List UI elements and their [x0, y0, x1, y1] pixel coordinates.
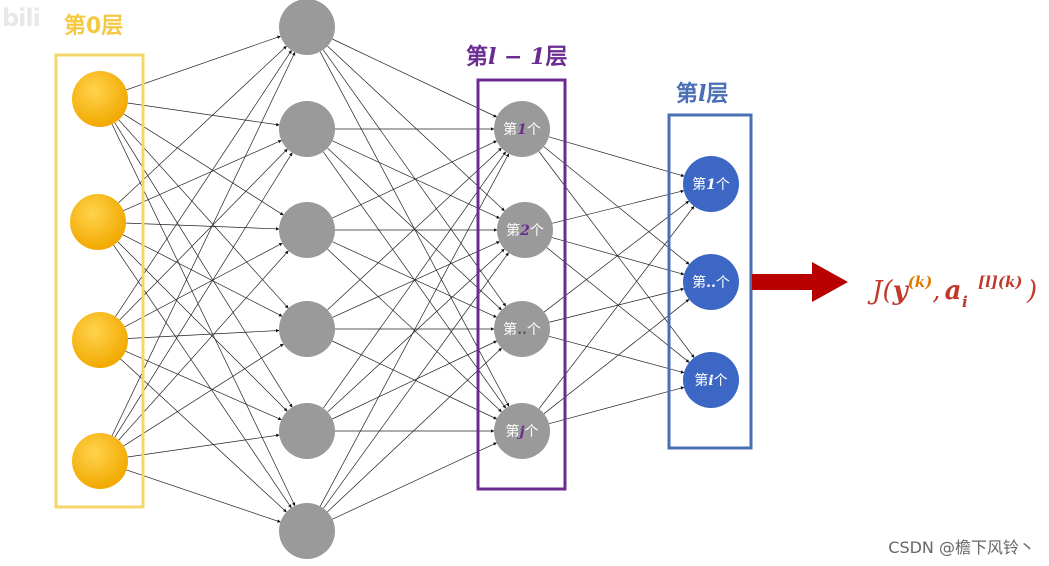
- input-hidden-edge-3-2: [118, 250, 289, 441]
- layer-l-minus-1-node-1-label: 第1个: [503, 121, 541, 138]
- svg-text:): ): [1026, 276, 1037, 306]
- input-hidden-edge-0-0: [126, 35, 281, 91]
- hidden-lminus1-edge-2-0: [332, 140, 497, 219]
- hidden-lminus1-edge-5-2: [327, 347, 502, 513]
- lminus1-l-edge-2-2: [548, 335, 685, 374]
- input-hidden-edge-0-5: [111, 124, 296, 507]
- hidden-lminus1-edge-5-0: [319, 153, 510, 507]
- hidden-lminus1-edge-0-2: [322, 49, 507, 307]
- svg-text:J(y(k),a: J(y(k),a: [867, 273, 961, 306]
- hidden-node-6: [279, 503, 335, 559]
- lminus1-l-edge-2-0: [544, 200, 690, 313]
- input-hidden-edge-0-1: [127, 102, 280, 127]
- hidden-node-4: [279, 301, 335, 357]
- input-hidden-edge-1-0: [118, 45, 287, 204]
- input-hidden-edge-2-2: [124, 242, 283, 328]
- layer-l-node-3: [683, 352, 739, 408]
- layer-l-minus-1-title: 第l − 1层: [466, 44, 567, 70]
- hidden-lminus1-edge-5-3: [332, 442, 497, 520]
- hidden-lminus1-edge-1-1: [332, 140, 500, 219]
- layer0-title: 第0层: [64, 13, 123, 39]
- layer-l-minus-1-node-2: [497, 202, 553, 258]
- layer-l-minus-1-node-4: [494, 403, 550, 459]
- svg-text:i: i: [962, 293, 968, 311]
- layer-l-minus-1-node-4-label: 第j个: [505, 423, 538, 440]
- lminus1-l-edge-0-1: [543, 146, 690, 265]
- bilibili-logo: bili: [2, 4, 41, 32]
- csdn-watermark: CSDN @檐下风铃丶: [888, 538, 1035, 557]
- svg-text:[l](k): [l](k): [978, 273, 1022, 291]
- layer-l-minus-1-node-1: [494, 101, 550, 157]
- input-hidden-edge-3-5: [126, 469, 281, 523]
- hidden-lminus1-edge-0-0: [332, 38, 498, 118]
- cost-function-formula: J(y(k),a [l](k) i ): [867, 273, 1037, 311]
- layer0-node-4: [72, 433, 128, 489]
- connection-lines: [111, 35, 695, 523]
- hidden-node-2: [279, 101, 335, 157]
- layer-l-minus-1-node-3: [494, 301, 550, 357]
- hidden-node-5: [279, 403, 335, 459]
- input-hidden-edge-1-1: [123, 140, 282, 211]
- layer-l-minus-1-node-3-label: 第..个: [503, 321, 541, 338]
- input-hidden-edge-3-1: [114, 152, 293, 438]
- hidden-lminus1-edge-3-0: [327, 147, 502, 311]
- output-arrow: [752, 262, 848, 302]
- lminus1-l-edge-3-2: [548, 386, 685, 425]
- layer-l-minus-1-node-2-label: 第2个: [506, 222, 544, 239]
- layer-l-minus-1-box: [476, 78, 567, 491]
- hidden-node-3: [279, 202, 335, 258]
- input-hidden-edge-0-2: [123, 113, 284, 216]
- input-hidden-edge-1-2: [125, 222, 280, 231]
- input-hidden-edge-3-3: [123, 343, 284, 447]
- input-hidden-edge-2-1: [119, 148, 288, 321]
- lminus1-l-edge-0-2: [538, 151, 695, 358]
- lminus1-l-edge-0-0: [548, 136, 685, 177]
- input-hidden-edge-2-4: [125, 350, 282, 421]
- input-hidden-edge-2-5: [120, 358, 287, 513]
- layer-l-node-1: [683, 156, 739, 212]
- layer-l-node-2-label: 第..个: [692, 274, 730, 291]
- hidden-lminus1-edge-0-1: [327, 45, 505, 212]
- input-hidden-edge-3-4: [127, 433, 280, 458]
- layer-l-node-3-label: 第i个: [694, 372, 727, 389]
- layer-l-node-1-label: 第1个: [692, 176, 730, 193]
- hidden-lminus1-edge-4-2: [332, 340, 498, 420]
- input-hidden-edge-1-3: [122, 234, 283, 317]
- lminus1-l-edge-3-1: [543, 299, 690, 414]
- lminus1-l-edge-3-0: [538, 205, 695, 409]
- input-hidden-edge-2-0: [115, 50, 292, 317]
- layer0-node-3: [72, 312, 128, 368]
- layer0-node-1: [72, 71, 128, 127]
- lminus1-l-edge-1-0: [552, 189, 685, 224]
- hidden-node-1: [279, 0, 335, 55]
- layer-l-box: [667, 113, 753, 450]
- hidden-lminus1-edge-4-0: [322, 151, 507, 409]
- hidden-lminus1-edge-5-1: [323, 252, 509, 509]
- layer0-box: [54, 53, 145, 509]
- layer0-node-2: [70, 194, 126, 250]
- hidden-lminus1-edge-3-1: [332, 241, 500, 318]
- input-hidden-edge-0-3: [118, 119, 289, 309]
- lminus1-l-edge-1-1: [551, 237, 685, 276]
- input-hidden-edge-2-3: [127, 328, 280, 339]
- lminus1-l-edge-2-1: [549, 287, 685, 323]
- layer-l-title: 第l层: [676, 81, 728, 107]
- layer-l-node-2: [683, 254, 739, 310]
- hidden-lminus1-edge-4-1: [327, 248, 505, 413]
